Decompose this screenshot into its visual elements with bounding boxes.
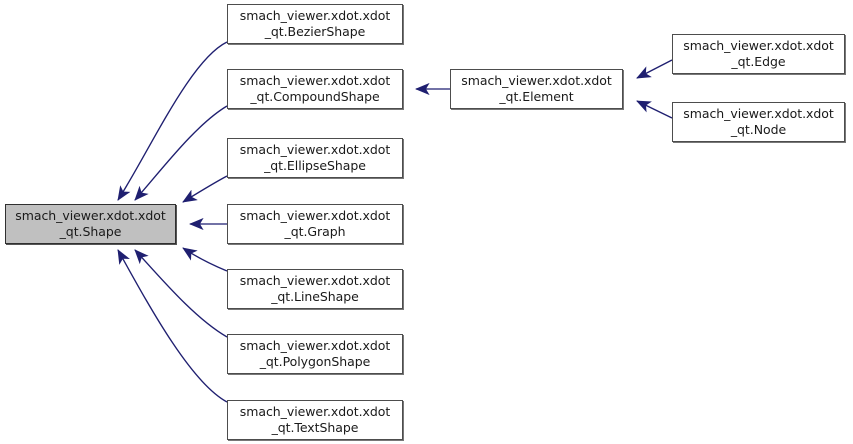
node-text-shape-label: smach_viewer.xdot.xdot _qt.TextShape <box>239 404 391 435</box>
node-edge-label: smach_viewer.xdot.xdot _qt.Edge <box>683 38 834 69</box>
node-element-label: smach_viewer.xdot.xdot _qt.Element <box>461 73 612 104</box>
node-compound-shape[interactable]: smach_viewer.xdot.xdot _qt.CompoundShape <box>227 69 403 109</box>
edge-node-to-element <box>636 100 673 119</box>
edge-bezier-shape-to-shape <box>117 41 228 201</box>
node-edge[interactable]: smach_viewer.xdot.xdot _qt.Edge <box>672 34 845 74</box>
edge-polygon-shape-to-shape <box>134 249 228 338</box>
edge-compound-shape-to-shape <box>134 105 228 201</box>
node-line-shape-label: smach_viewer.xdot.xdot _qt.LineShape <box>239 273 391 304</box>
node-graph[interactable]: smach_viewer.xdot.xdot _qt.Graph <box>227 204 403 244</box>
edge-line-shape-to-shape <box>182 247 228 272</box>
edge-ellipse-shape-to-shape <box>182 175 228 203</box>
node-ellipse-shape-label: smach_viewer.xdot.xdot _qt.EllipseShape <box>239 142 391 173</box>
node-shape-label: smach_viewer.xdot.xdot _qt.Shape <box>15 208 166 239</box>
node-node-label: smach_viewer.xdot.xdot _qt.Node <box>683 106 834 137</box>
edge-text-shape-to-shape <box>117 249 228 403</box>
node-node[interactable]: smach_viewer.xdot.xdot _qt.Node <box>672 102 845 142</box>
node-bezier-shape-label: smach_viewer.xdot.xdot _qt.BezierShape <box>239 8 391 39</box>
node-compound-shape-label: smach_viewer.xdot.xdot _qt.CompoundShape <box>239 73 391 104</box>
node-element[interactable]: smach_viewer.xdot.xdot _qt.Element <box>450 69 623 109</box>
node-text-shape[interactable]: smach_viewer.xdot.xdot _qt.TextShape <box>227 400 403 440</box>
node-shape[interactable]: smach_viewer.xdot.xdot _qt.Shape <box>5 204 176 244</box>
node-bezier-shape[interactable]: smach_viewer.xdot.xdot _qt.BezierShape <box>227 4 403 44</box>
node-ellipse-shape[interactable]: smach_viewer.xdot.xdot _qt.EllipseShape <box>227 138 403 178</box>
node-graph-label: smach_viewer.xdot.xdot _qt.Graph <box>239 208 391 239</box>
edge-edge-to-element <box>636 59 673 79</box>
node-line-shape[interactable]: smach_viewer.xdot.xdot _qt.LineShape <box>227 269 403 309</box>
node-polygon-shape[interactable]: smach_viewer.xdot.xdot _qt.PolygonShape <box>227 334 403 374</box>
node-polygon-shape-label: smach_viewer.xdot.xdot _qt.PolygonShape <box>239 338 391 369</box>
